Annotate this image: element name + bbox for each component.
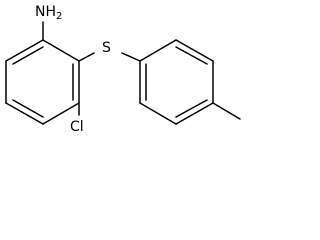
structural-formula: NH2 S Cl bbox=[5, 4, 241, 135]
ring-bond bbox=[5, 39, 44, 62]
ring-bond bbox=[42, 39, 80, 62]
chlorine-label: Cl bbox=[70, 119, 84, 135]
ring-double-bond bbox=[12, 46, 44, 65]
sulfur-bond-left bbox=[78, 52, 95, 62]
ring-double-bond bbox=[175, 46, 208, 65]
amine-label: NH2 bbox=[35, 4, 62, 22]
methyl-bond bbox=[212, 102, 241, 120]
amine-subscript: 2 bbox=[56, 11, 62, 22]
ring-bond bbox=[139, 102, 177, 125]
ring-double-bond bbox=[175, 99, 208, 118]
ring-bond bbox=[5, 102, 44, 125]
ring-bond bbox=[139, 39, 177, 62]
tolyl-ring bbox=[139, 39, 214, 125]
ring-bond bbox=[42, 102, 80, 125]
sulfur-bond-right bbox=[121, 52, 141, 62]
sulfur-label: S bbox=[102, 40, 111, 56]
ring-bond bbox=[175, 102, 214, 125]
aniline-ring bbox=[5, 39, 80, 125]
ring-double-bond bbox=[12, 99, 44, 118]
ring-bond bbox=[175, 39, 214, 62]
